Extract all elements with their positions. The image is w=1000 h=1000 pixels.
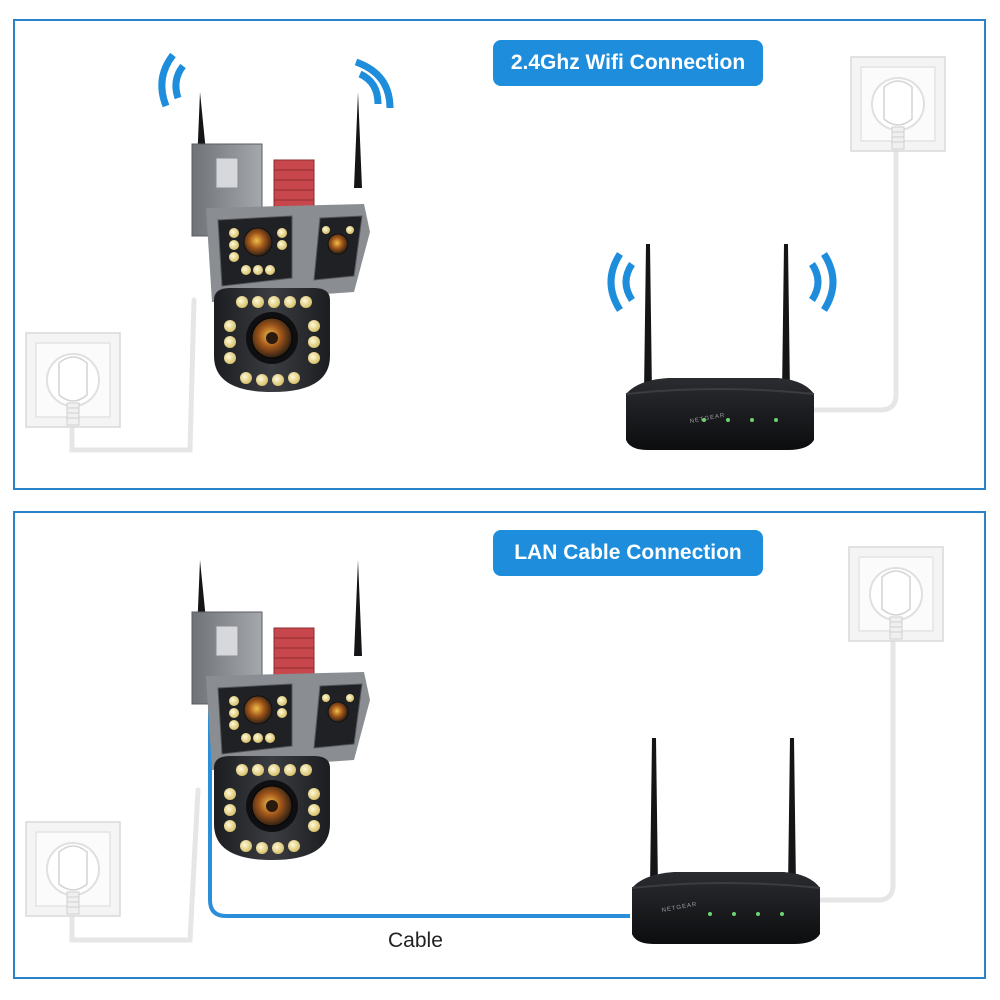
- wifi-signal-icon-camera-left: [162, 55, 183, 106]
- cable-label: Cable: [388, 929, 443, 953]
- wall-socket-right-bottom: [849, 547, 943, 641]
- router-power-cable-top: [815, 150, 896, 410]
- wifi-signal-icon-router-right: [812, 254, 833, 310]
- wall-socket-left-top: [26, 333, 120, 427]
- wifi-signal-icon-router-left: [611, 254, 632, 310]
- router-power-cable-bottom: [815, 640, 893, 900]
- router-bottom: [632, 738, 820, 944]
- dual-lens-camera-bottom: [192, 560, 370, 860]
- wifi-signal-icon-camera-right: [356, 62, 390, 108]
- wall-socket-left-bottom: [26, 822, 120, 916]
- dual-lens-camera-top: [192, 92, 370, 392]
- wall-socket-right-top: [851, 57, 945, 151]
